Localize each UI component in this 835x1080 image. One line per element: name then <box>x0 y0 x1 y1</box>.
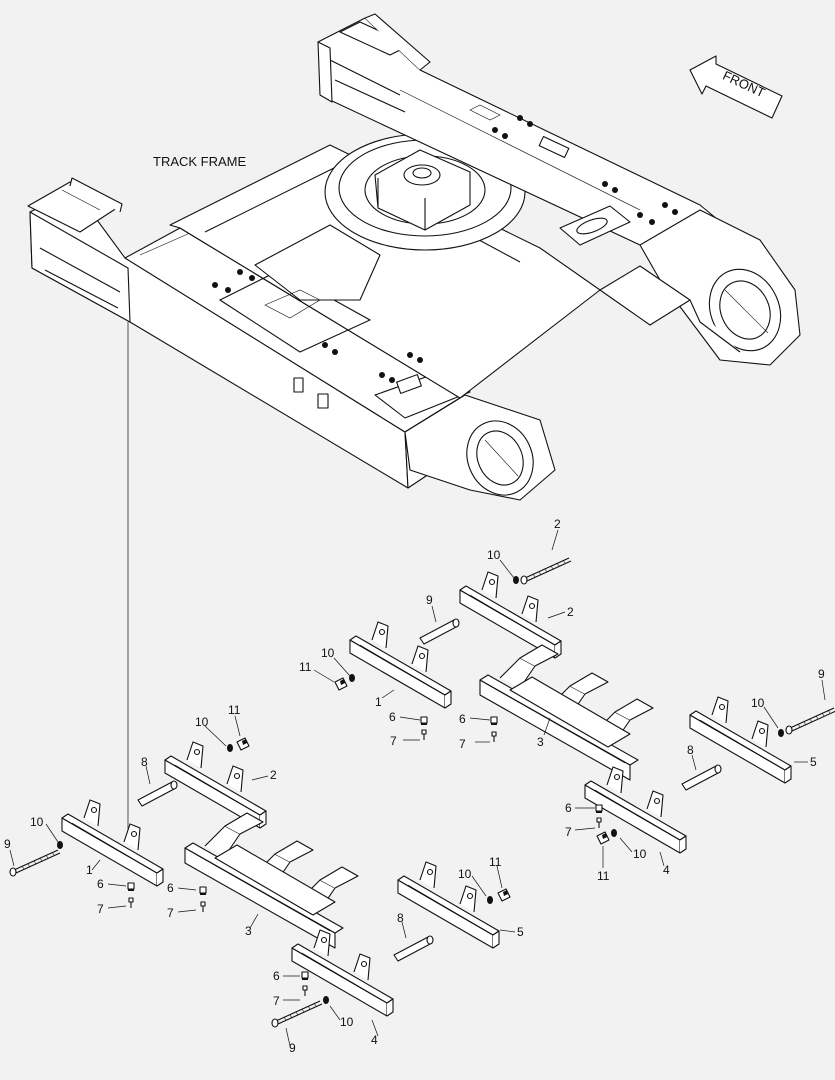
callout-1: 1 <box>375 695 382 709</box>
callout-9: 9 <box>818 667 825 681</box>
callout-11: 11 <box>299 660 312 674</box>
callout-3: 3 <box>245 924 252 938</box>
callout-6: 6 <box>565 801 572 815</box>
callout-4: 4 <box>371 1033 378 1047</box>
callout-6: 6 <box>273 969 280 983</box>
callout-7: 7 <box>167 906 174 920</box>
callout-numbers: 2 10 9 2 10 11 1 6 6 7 7 3 9 10 8 5 6 7 … <box>4 517 825 1055</box>
callout-5: 5 <box>517 925 524 939</box>
callout-7: 7 <box>459 737 466 751</box>
callout-10: 10 <box>487 548 501 562</box>
callout-6: 6 <box>389 710 396 724</box>
callout-2: 2 <box>270 768 277 782</box>
callout-6: 6 <box>167 881 174 895</box>
callout-7: 7 <box>97 902 104 916</box>
track-frame-title: TRACK FRAME <box>153 154 247 169</box>
callout-leader-lines <box>9 529 826 1047</box>
callout-6: 6 <box>459 712 466 726</box>
callout-5: 5 <box>810 755 817 769</box>
callout-11: 11 <box>597 869 610 883</box>
callout-11: 11 <box>489 855 502 869</box>
callout-7: 7 <box>273 994 280 1008</box>
callout-9: 2 <box>554 517 561 531</box>
track-frame-drawing <box>27 13 801 501</box>
callout-11: 11 <box>228 703 241 717</box>
callout-3: 3 <box>537 735 544 749</box>
front-arrow-icon: FRONT <box>689 55 783 119</box>
callout-10: 10 <box>340 1015 354 1029</box>
callout-7: 7 <box>565 825 572 839</box>
callout-7: 7 <box>390 734 397 748</box>
callout-6: 6 <box>97 877 104 891</box>
callout-8: 8 <box>397 911 404 925</box>
callout-10: 10 <box>321 646 335 660</box>
callout-9: 9 <box>4 837 11 851</box>
callout-8: 8 <box>687 743 694 757</box>
callout-10: 10 <box>195 715 209 729</box>
callout-1: 1 <box>86 863 93 877</box>
callout-4: 4 <box>663 863 670 877</box>
left-parts <box>9 737 359 949</box>
callout-10: 10 <box>30 815 44 829</box>
callout-10: 10 <box>633 847 647 861</box>
callout-8: 8 <box>141 755 148 769</box>
callout-8: 9 <box>426 593 433 607</box>
upper-center-parts <box>334 557 654 781</box>
callout-10: 10 <box>751 696 765 710</box>
callout-10: 10 <box>458 867 472 881</box>
callout-2: 2 <box>567 605 574 619</box>
callout-9: 9 <box>289 1041 296 1055</box>
